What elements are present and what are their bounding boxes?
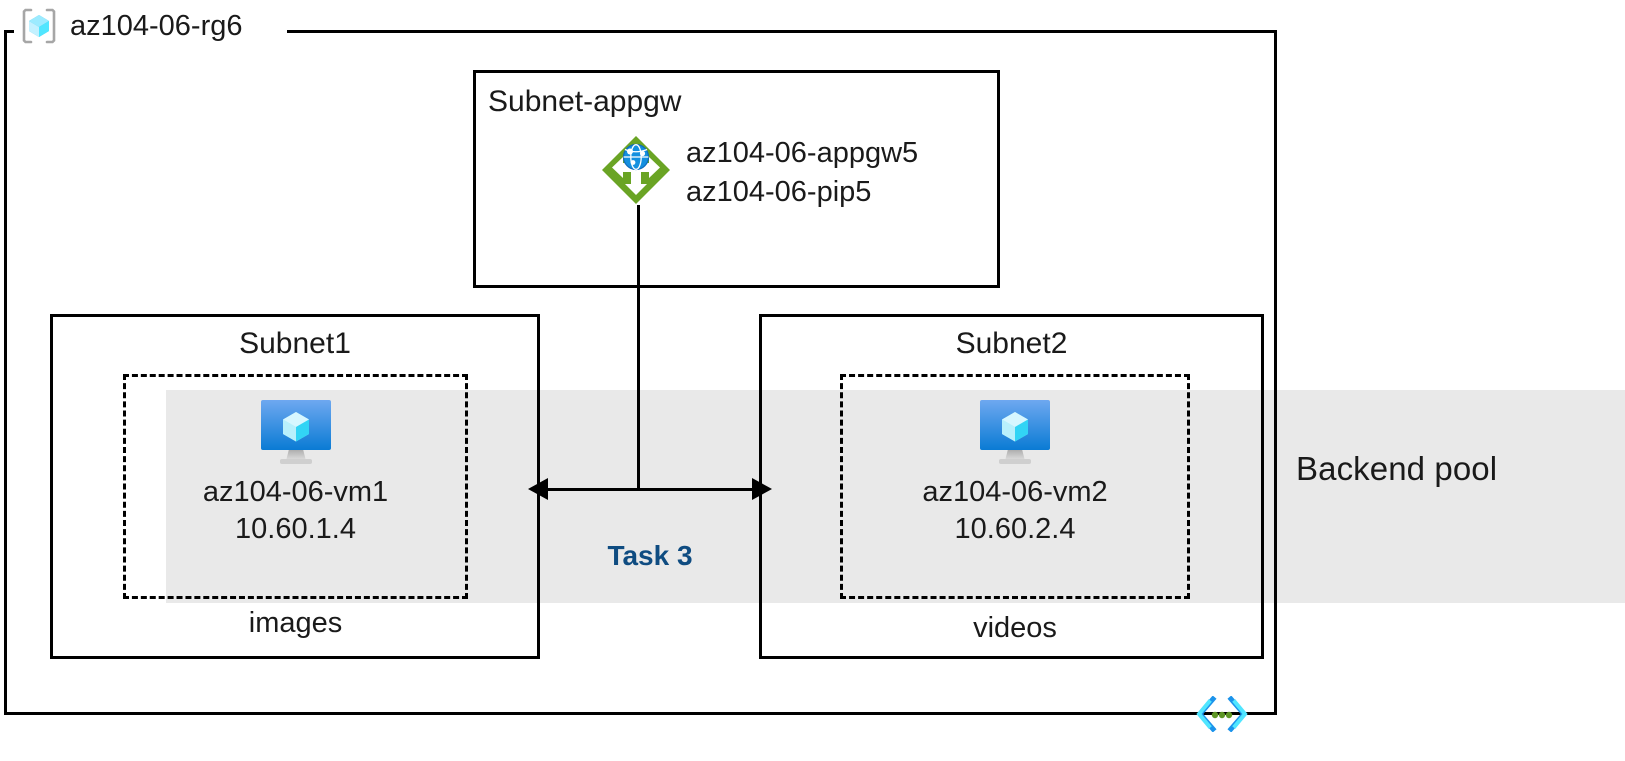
subnet2-vm-ip: 10.60.2.4 bbox=[954, 513, 1076, 546]
azure-resource-group-icon bbox=[18, 5, 60, 47]
application-gateway-labels: az104-06-appgw5 az104-06-pip5 bbox=[686, 134, 918, 211]
resource-group-top-border-right bbox=[287, 30, 1277, 33]
task-label: Task 3 bbox=[607, 540, 693, 571]
subnet1-vm-name: az104-06-vm1 bbox=[202, 476, 389, 508]
resource-group-boundary bbox=[4, 30, 1277, 715]
gateway-to-backend-connector bbox=[637, 205, 640, 490]
application-gateway-node: az104-06-appgw5 az104-06-pip5 bbox=[600, 134, 918, 211]
backend-pool-label: Backend pool bbox=[1296, 450, 1498, 487]
subnet1-title: Subnet1 bbox=[239, 327, 351, 360]
backend-pool-band bbox=[166, 390, 1625, 603]
subnet-appgw-box bbox=[473, 70, 1000, 288]
appgw-public-ip-name: az104-06-pip5 bbox=[686, 175, 872, 208]
subnet2-vm-name: az104-06-vm2 bbox=[922, 476, 1108, 508]
resource-group-header: az104-06-rg6 bbox=[18, 2, 243, 50]
subnet1-box bbox=[50, 314, 540, 659]
subnet1-vm-group: az104-06-vm1 10.60.1.4 bbox=[123, 395, 468, 548]
subnet1-vm-dashed-boundary bbox=[123, 374, 468, 599]
subnet2-title: Subnet2 bbox=[955, 327, 1068, 360]
subnet2-box bbox=[759, 314, 1264, 659]
code-brackets-icon bbox=[1196, 695, 1248, 733]
subnet2-vm-dashed-boundary bbox=[840, 374, 1190, 599]
subnet2-tier-label: videos bbox=[973, 612, 1057, 644]
application-gateway-icon bbox=[600, 134, 672, 211]
virtual-machine-icon bbox=[256, 400, 336, 473]
subnet1-tier-label: images bbox=[248, 607, 343, 639]
resource-group-name: az104-06-rg6 bbox=[70, 9, 243, 42]
subnet2-vm-group: az104-06-vm2 10.60.2.4 bbox=[840, 395, 1190, 548]
virtual-machine-icon bbox=[975, 400, 1055, 473]
subnet-to-subnet-connector bbox=[540, 488, 759, 491]
subnet-appgw-title: Subnet-appgw bbox=[488, 85, 682, 118]
subnet1-vm-ip: 10.60.1.4 bbox=[235, 513, 356, 546]
appgw-name: az104-06-appgw5 bbox=[686, 137, 919, 169]
resource-group-top-border-left bbox=[4, 30, 14, 33]
connector-arrow-right bbox=[752, 478, 772, 500]
